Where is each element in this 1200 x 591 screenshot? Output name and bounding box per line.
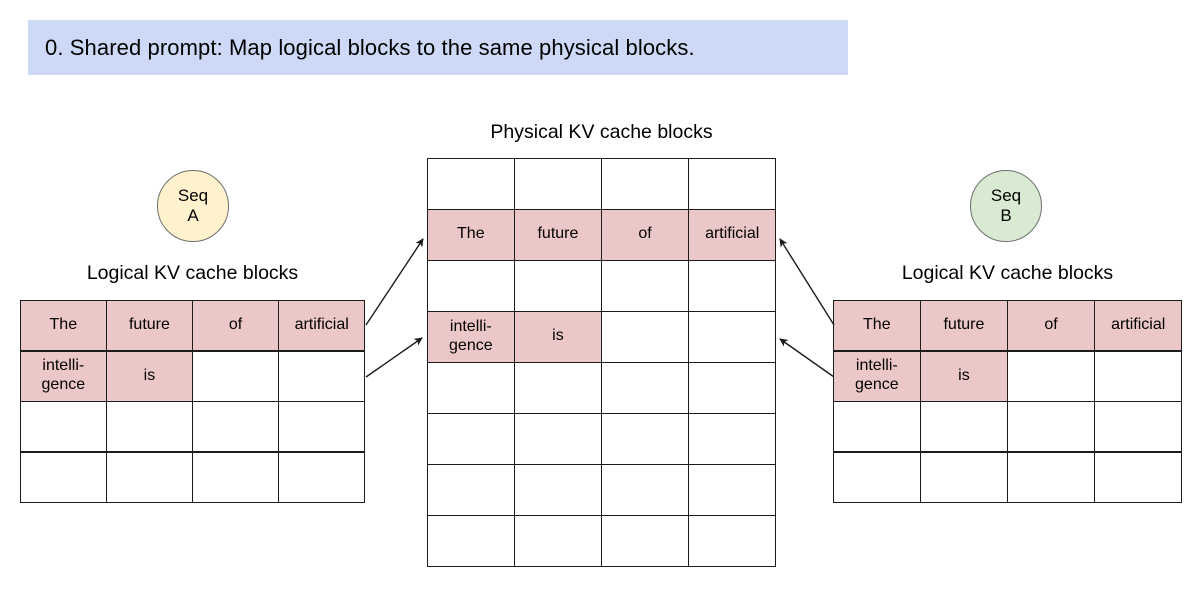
kv-cache-cell: of xyxy=(602,210,688,260)
kv-cache-cell xyxy=(602,465,688,515)
kv-cache-cell xyxy=(689,261,775,311)
kv-cache-cell xyxy=(1008,351,1094,401)
kv-cache-cell xyxy=(515,516,601,566)
arrow-seqA-row2-to-physical-row4 xyxy=(365,337,423,378)
kv-cache-cell xyxy=(279,452,364,502)
kv-cache-cell xyxy=(515,261,601,311)
kv-cache-cell xyxy=(834,402,920,451)
kv-cache-cell xyxy=(921,402,1007,451)
kv-cache-cell xyxy=(1008,452,1094,502)
arrow-seqB-row1-to-physical-row2 xyxy=(779,238,835,326)
kv-cache-cell: The xyxy=(834,301,920,350)
kv-cache-cell xyxy=(602,516,688,566)
kv-cache-cell xyxy=(602,159,688,209)
kv-cache-cell: intelli- gence xyxy=(834,351,920,401)
kv-cache-cell xyxy=(689,363,775,413)
kv-cache-cell xyxy=(21,402,106,451)
kv-cache-cell xyxy=(1095,402,1181,451)
kv-cache-cell xyxy=(428,363,514,413)
kv-cache-cell xyxy=(689,414,775,464)
kv-cache-cell xyxy=(602,414,688,464)
kv-cache-cell: future xyxy=(921,301,1007,350)
kv-cache-cell: intelli- gence xyxy=(21,351,106,401)
kv-cache-cell: The xyxy=(428,210,514,260)
kv-cache-cell xyxy=(279,351,364,401)
kv-cache-cell xyxy=(1008,402,1094,451)
kv-cache-cell: intelli- gence xyxy=(428,312,514,362)
kv-cache-cell: artificial xyxy=(1095,301,1181,350)
kv-cache-cell xyxy=(515,414,601,464)
kv-cache-cell xyxy=(689,465,775,515)
kv-cache-cell xyxy=(21,452,106,502)
kv-cache-cell: artificial xyxy=(279,301,364,350)
kv-cache-cell: artificial xyxy=(689,210,775,260)
arrow-seqA-row1-to-physical-row2 xyxy=(365,238,424,326)
kv-cache-cell xyxy=(193,351,278,401)
kv-cache-cell xyxy=(193,452,278,502)
seq-a-label-line1: Seq xyxy=(177,185,209,205)
kv-cache-cell xyxy=(107,452,192,502)
kv-cache-cell: of xyxy=(1008,301,1094,350)
kv-cache-cell: is xyxy=(921,351,1007,401)
kv-cache-cell xyxy=(602,312,688,362)
kv-cache-cell xyxy=(515,159,601,209)
kv-cache-cell xyxy=(428,414,514,464)
kv-cache-cell xyxy=(428,261,514,311)
physical-table-title: Physical KV cache blocks xyxy=(490,121,713,143)
kv-cache-cell xyxy=(193,402,278,451)
right-table-title: Logical KV cache blocks xyxy=(901,262,1114,284)
kv-cache-cell: future xyxy=(107,301,192,350)
seq-b-label-line1: Seq xyxy=(990,185,1022,205)
kv-cache-cell xyxy=(1095,452,1181,502)
kv-cache-cell xyxy=(428,516,514,566)
kv-cache-cell xyxy=(689,312,775,362)
seq-a-label-line2: A xyxy=(187,206,199,225)
kv-cache-cell: future xyxy=(515,210,601,260)
arrow-seqB-row2-to-physical-row4 xyxy=(779,338,835,378)
title-banner-text: 0. Shared prompt: Map logical blocks to … xyxy=(45,34,695,60)
kv-cache-cell xyxy=(689,516,775,566)
kv-cache-cell xyxy=(921,452,1007,502)
kv-cache-cell xyxy=(1095,351,1181,401)
left-table-title: Logical KV cache blocks xyxy=(86,262,299,284)
kv-cache-cell xyxy=(279,402,364,451)
title-banner: 0. Shared prompt: Map logical blocks to … xyxy=(28,20,848,75)
seq-b-label-line2: B xyxy=(1000,206,1012,225)
kv-cache-cell xyxy=(602,261,688,311)
kv-cache-cell xyxy=(428,159,514,209)
kv-cache-cell xyxy=(107,402,192,451)
kv-cache-cell xyxy=(689,159,775,209)
kv-cache-cell xyxy=(428,465,514,515)
kv-cache-cell: is xyxy=(107,351,192,401)
kv-cache-cell xyxy=(834,452,920,502)
seq-a-badge: Seq A xyxy=(157,170,229,242)
kv-cache-cell xyxy=(602,363,688,413)
kv-cache-cell: The xyxy=(21,301,106,350)
kv-cache-cell xyxy=(515,363,601,413)
kv-cache-cell: is xyxy=(515,312,601,362)
kv-cache-cell: of xyxy=(193,301,278,350)
seq-b-badge: Seq B xyxy=(970,170,1042,242)
kv-cache-cell xyxy=(515,465,601,515)
